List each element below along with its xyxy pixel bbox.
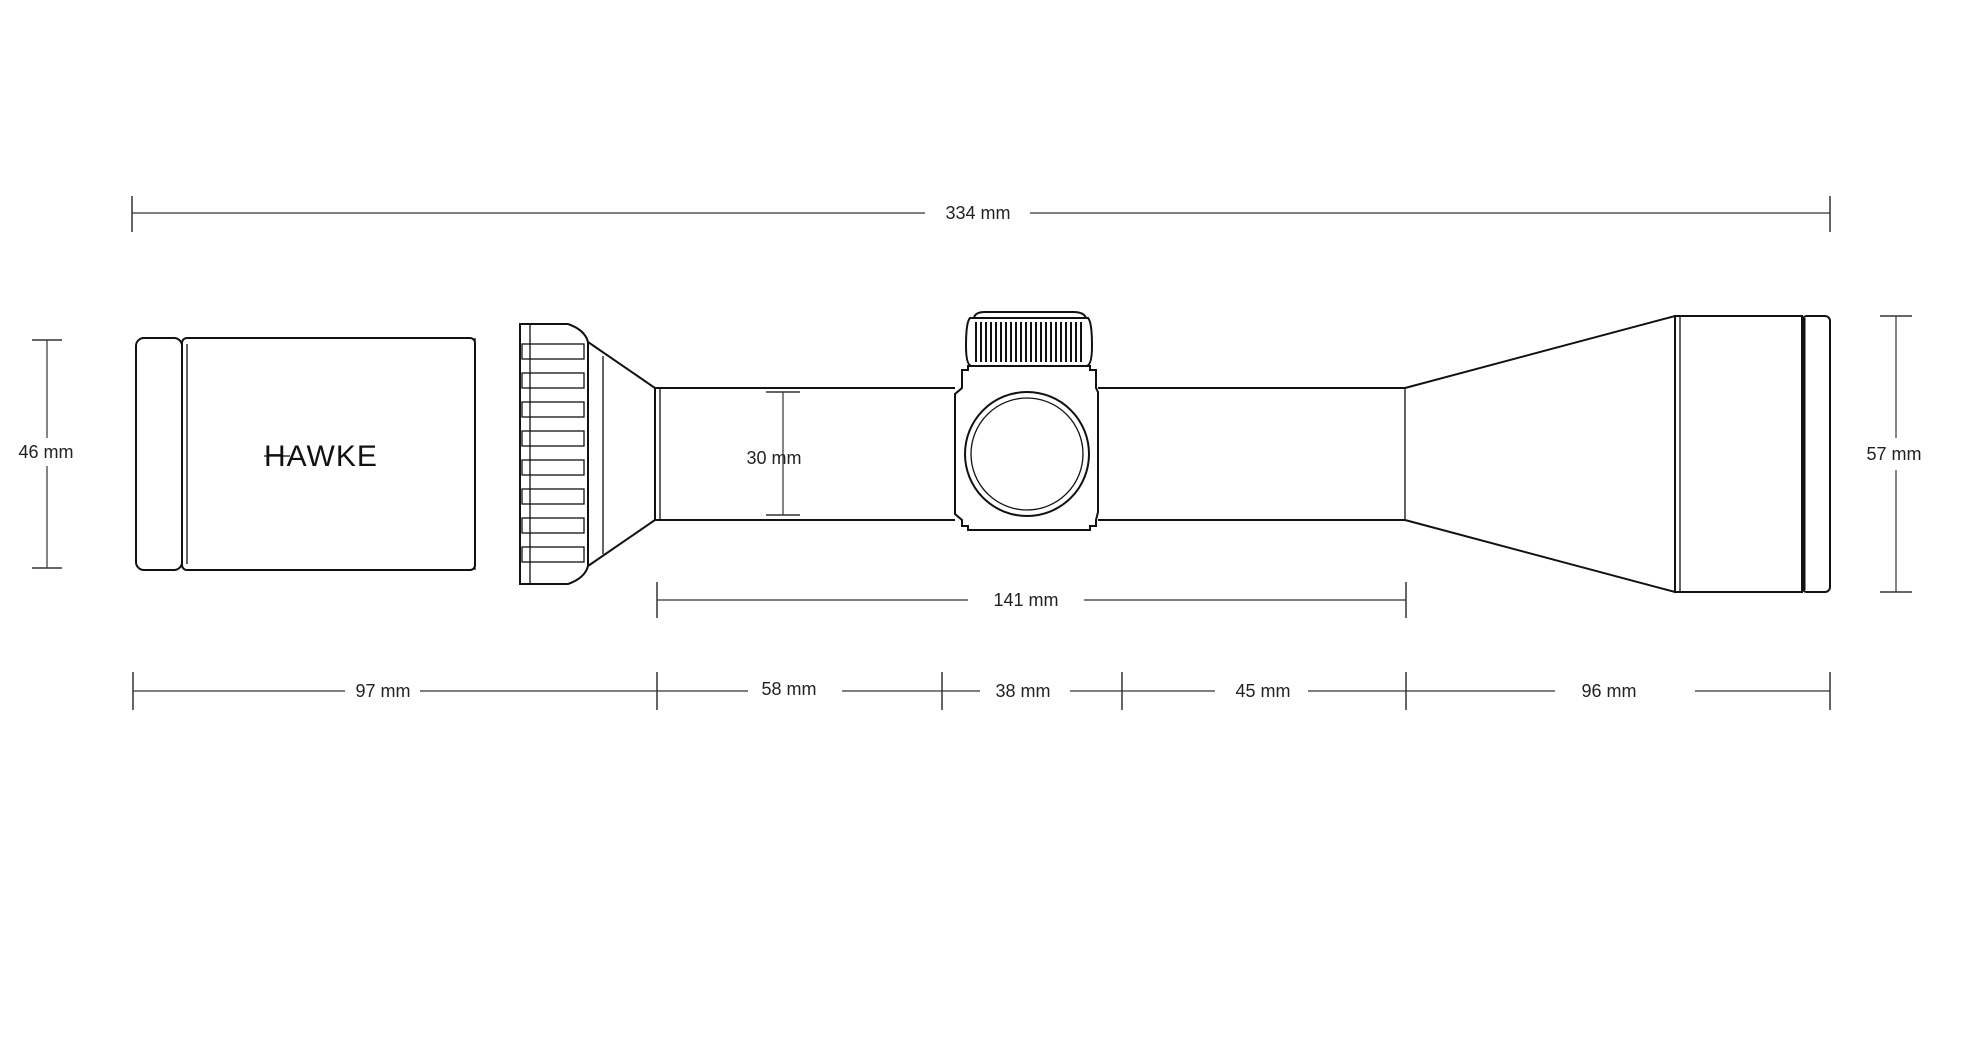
overall-length-dimension: 334 mm (131, 196, 1831, 232)
overall-length-label: 334 mm (945, 203, 1010, 223)
section-lengths-dimension: 97 mm 58 mm 38 mm 45 mm 96 mm (132, 672, 1831, 710)
eyecup (135, 337, 183, 571)
power-ring-rib (521, 343, 585, 360)
eyepiece-section-label: 97 mm (355, 681, 410, 701)
objective-end-cap (1801, 315, 1831, 593)
eyepiece-bell (587, 341, 656, 567)
riflescope-drawing: HAWKE (135, 311, 1831, 594)
objective-diameter-dimension: 57 mm (1866, 315, 1922, 593)
mounting-length-label: 141 mm (993, 590, 1058, 610)
power-ring-rib (521, 517, 585, 534)
front-tube-section-label: 58 mm (761, 679, 816, 699)
power-ring-rib (521, 401, 585, 418)
side-focus-wheel (964, 391, 1090, 517)
tube-diameter-label: 30 mm (746, 448, 801, 468)
eyepiece-diameter-label: 46 mm (18, 442, 73, 462)
tube-diameter-dimension: 30 mm (746, 391, 802, 516)
turret-section-label: 38 mm (995, 681, 1050, 701)
rear-tube-section-label: 45 mm (1235, 681, 1290, 701)
eyepiece-diameter-dimension: 46 mm (18, 339, 74, 569)
power-ring (519, 323, 589, 585)
objective-housing (1674, 315, 1803, 593)
turret-saddle (954, 365, 1099, 531)
objective-diameter-label: 57 mm (1866, 444, 1921, 464)
power-ring-rib (521, 430, 585, 447)
power-ring-rib (521, 372, 585, 389)
objective-section-label: 96 mm (1581, 681, 1636, 701)
power-ring-rib (521, 459, 585, 476)
power-ring-rib (521, 488, 585, 505)
elevation-turret (964, 311, 1094, 367)
power-ring-rib (521, 546, 585, 563)
objective-bell (1404, 314, 1676, 594)
mounting-length-dimension: 141 mm (656, 582, 1407, 618)
